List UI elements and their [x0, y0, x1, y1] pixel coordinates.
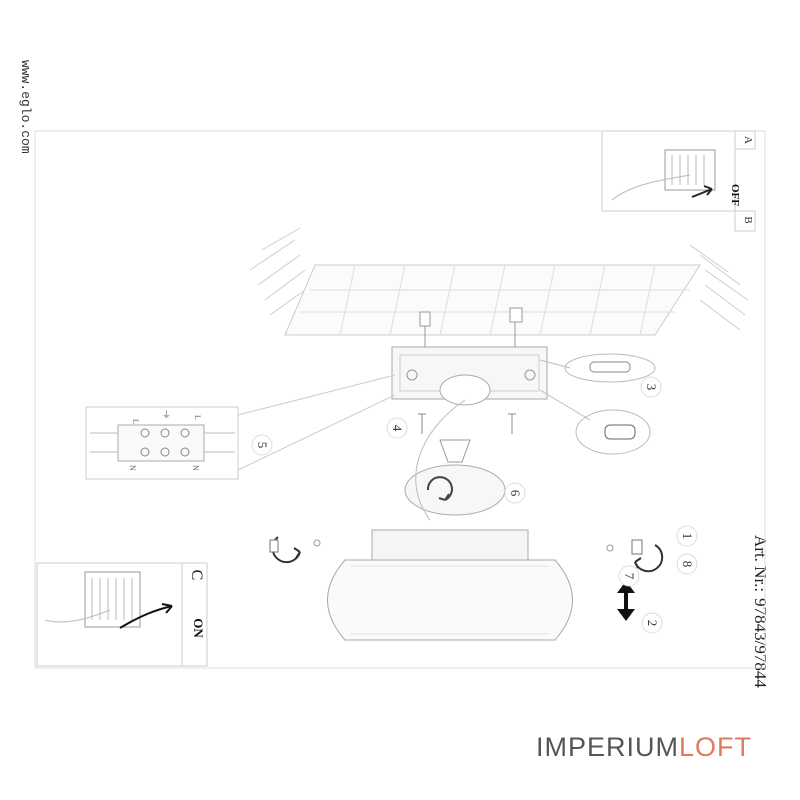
step-5: 5 — [255, 442, 270, 449]
ceiling-block — [284, 264, 701, 336]
wire — [415, 399, 466, 521]
screws — [418, 413, 516, 434]
lamp-housing — [327, 529, 573, 641]
panel-a-label: A — [742, 136, 754, 144]
panel-c-label: C — [188, 570, 205, 581]
terminal-label-l2: L — [193, 415, 202, 420]
brand-part-1: IMPERIUM — [536, 732, 679, 762]
terminal-label-n1: N — [128, 465, 137, 471]
brand-watermark: IMPERIUMLOFT — [536, 732, 752, 763]
step-6: 6 — [508, 490, 523, 497]
terminal-label-n2: N — [191, 465, 200, 471]
drawing-frame — [34, 130, 766, 669]
mounting-plate — [391, 307, 548, 406]
on-label: ON — [191, 618, 206, 638]
panel-off — [601, 130, 756, 232]
remote-control-2 — [539, 389, 651, 455]
step-4: 4 — [390, 425, 405, 432]
step-8: 8 — [680, 561, 695, 568]
step-1: 1 — [680, 533, 695, 540]
terminal-label-l1: L — [131, 419, 140, 424]
step-3: 3 — [644, 384, 659, 391]
remote-control-1 — [539, 353, 656, 383]
terminal-block — [85, 374, 396, 480]
earth-symbol: ⏚ — [162, 410, 171, 420]
step-markers — [251, 376, 698, 634]
step-7: 7 — [622, 573, 637, 580]
brand-part-2: LOFT — [679, 732, 753, 762]
panel-b-label: B — [742, 216, 754, 223]
rotate-arrow-right — [606, 539, 664, 573]
rotate-arrow-left — [269, 536, 321, 564]
double-arrow-icon — [617, 581, 635, 621]
ceiling-hatching — [249, 227, 749, 331]
bulb-socket — [404, 439, 506, 516]
step-2: 2 — [645, 620, 660, 627]
off-label: OFF — [729, 184, 741, 206]
panel-on — [36, 562, 208, 667]
